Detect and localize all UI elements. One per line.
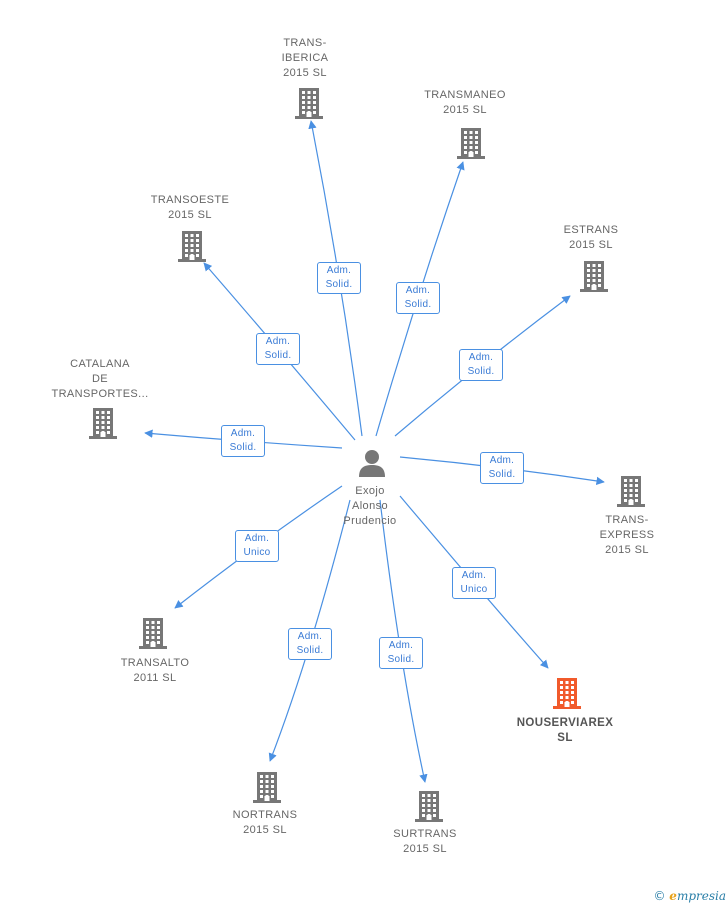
building-icon[interactable] — [615, 474, 647, 513]
brand-initial: e — [669, 889, 677, 903]
company-label-transalto[interactable]: TRANSALTO 2011 SL — [120, 657, 190, 684]
company-label-surtrans[interactable]: SURTRANS 2015 SL — [393, 828, 457, 855]
relation-badge-transmaneo[interactable]: Adm. Solid. — [396, 282, 440, 314]
relation-badge-estrans[interactable]: Adm. Solid. — [459, 349, 503, 381]
company-label-transiberica[interactable]: TRANS- IBERICA 2015 SL — [281, 37, 329, 79]
company-label-nouserviarex[interactable]: NOUSERVIAREX SL — [516, 717, 614, 744]
company-label-catalana[interactable]: CATALANA DE TRANSPORTES... — [51, 358, 149, 400]
building-icon[interactable] — [455, 126, 487, 165]
relation-badge-nouserviarex[interactable]: Adm. Unico — [452, 567, 496, 599]
relation-badge-transoeste[interactable]: Adm. Solid. — [256, 333, 300, 365]
building-icon[interactable] — [413, 789, 445, 828]
brand-name: mpresia — [676, 889, 726, 903]
building-icon[interactable] — [551, 676, 583, 715]
relation-badge-surtrans[interactable]: Adm. Solid. — [379, 637, 423, 669]
building-icon[interactable] — [176, 229, 208, 268]
building-icon[interactable] — [251, 770, 283, 809]
building-icon[interactable] — [87, 406, 119, 445]
person-icon[interactable] — [357, 448, 387, 483]
company-label-transexpress[interactable]: TRANS- EXPRESS 2015 SL — [599, 514, 655, 556]
copyright-symbol: © — [653, 889, 666, 903]
relation-badge-nortrans[interactable]: Adm. Solid. — [288, 628, 332, 660]
person-name[interactable]: Exojo Alonso Prudencio — [343, 485, 397, 527]
building-icon[interactable] — [578, 259, 610, 298]
building-icon[interactable] — [293, 86, 325, 125]
relation-badge-transiberica[interactable]: Adm. Solid. — [317, 262, 361, 294]
relation-badge-transalto[interactable]: Adm. Unico — [235, 530, 279, 562]
brand-watermark: © empresia — [653, 889, 726, 903]
company-label-nortrans[interactable]: NORTRANS 2015 SL — [232, 809, 298, 836]
company-label-transoeste[interactable]: TRANSOESTE 2015 SL — [150, 194, 230, 221]
relation-badge-transexpress[interactable]: Adm. Solid. — [480, 452, 524, 484]
building-icon[interactable] — [137, 616, 169, 655]
company-label-estrans[interactable]: ESTRANS 2015 SL — [563, 224, 619, 251]
relation-badge-catalana[interactable]: Adm. Solid. — [221, 425, 265, 457]
company-label-transmaneo[interactable]: TRANSMANEO 2015 SL — [424, 89, 506, 116]
